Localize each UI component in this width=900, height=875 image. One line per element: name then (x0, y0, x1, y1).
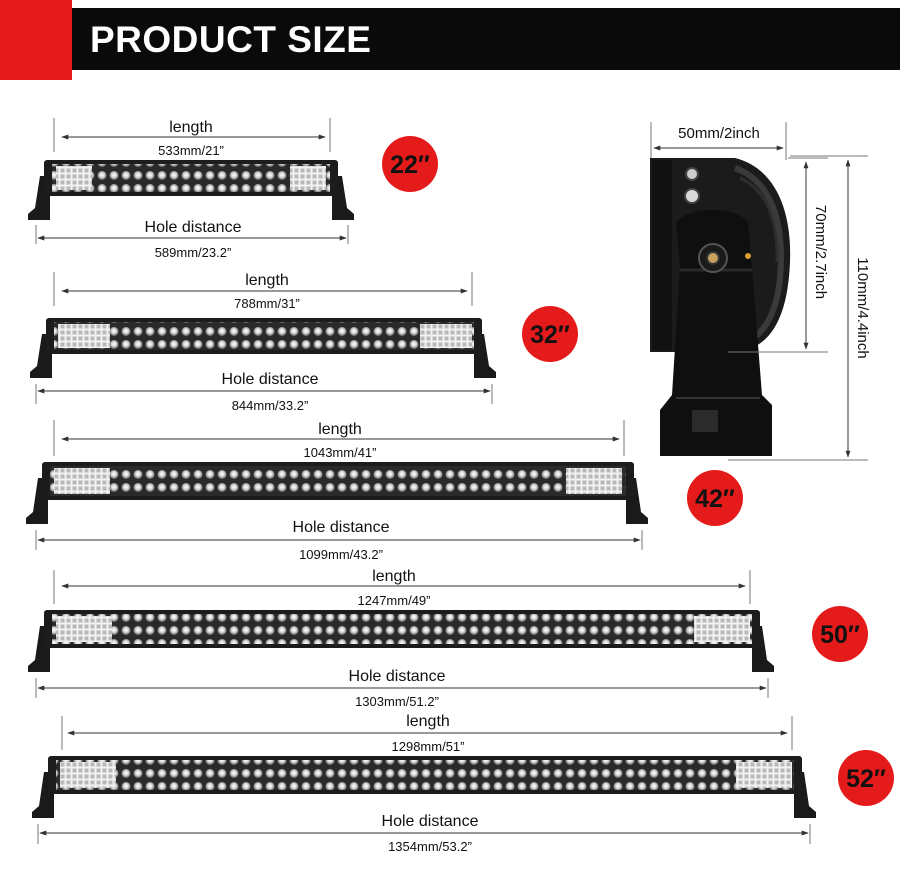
size-badge (522, 306, 578, 362)
size-badge-label: 52″ (846, 765, 886, 793)
size-badge (687, 470, 743, 526)
total-height-value: 110mm/4.4inch (854, 257, 871, 358)
header-accent-block (0, 0, 72, 80)
size-badge-label: 32″ (530, 321, 570, 349)
length-label: length (372, 568, 416, 585)
length-label: length (169, 119, 213, 136)
body-height-value: 70mm/2.7inch (812, 205, 829, 299)
size-badge-label: 50″ (820, 621, 860, 649)
hole-distance-value: 1354mm/53.2” (388, 839, 472, 854)
length-value: 533mm/21” (158, 143, 224, 158)
length-value: 1298mm/51” (392, 739, 465, 754)
hole-distance-label: Hole distance (145, 219, 242, 236)
hole-distance-value: 1303mm/51.2” (355, 694, 439, 709)
hole-distance-label: Hole distance (349, 668, 446, 685)
hole-distance-value: 589mm/23.2” (155, 245, 232, 260)
light-bar-42: length 1043mm/41” Hole distance 1099mm/4… (26, 420, 743, 562)
length-value: 1043mm/41” (304, 445, 377, 460)
size-badge-label: 42″ (695, 485, 735, 513)
side-view: 50mm/2inch 70mm/2.7inch 110mm/4.4inch (650, 122, 871, 461)
hole-distance-value: 844mm/33.2” (232, 398, 309, 413)
hole-distance-label: Hole distance (293, 519, 390, 536)
light-bar-52: length 1298mm/51” Hole distance 1354mm/5… (32, 713, 894, 854)
header-bar (0, 8, 900, 70)
hole-distance-value: 1099mm/43.2” (299, 547, 383, 562)
length-value: 1247mm/49” (358, 593, 431, 608)
page-title: PRODUCT SIZE (90, 19, 372, 60)
length-label: length (406, 713, 450, 730)
length-value: 788mm/31” (234, 296, 300, 311)
hole-distance-label: Hole distance (382, 813, 479, 830)
size-badge (812, 606, 868, 662)
hole-distance-label: Hole distance (222, 371, 319, 388)
width-value: 50mm/2inch (678, 125, 760, 142)
size-badge (838, 750, 894, 806)
size-badge-label: 22″ (390, 151, 430, 179)
length-label: length (245, 272, 289, 289)
size-badge (382, 136, 438, 192)
length-label: length (318, 421, 362, 438)
light-bar-50: length 1247mm/49” Hole distance 1303mm/5… (28, 568, 868, 709)
light-bar-22: length 533mm/21” Hole distance 589mm/23.… (28, 118, 438, 260)
light-bar-32: length 788mm/31” Hole distance 844mm/33.… (30, 272, 578, 413)
